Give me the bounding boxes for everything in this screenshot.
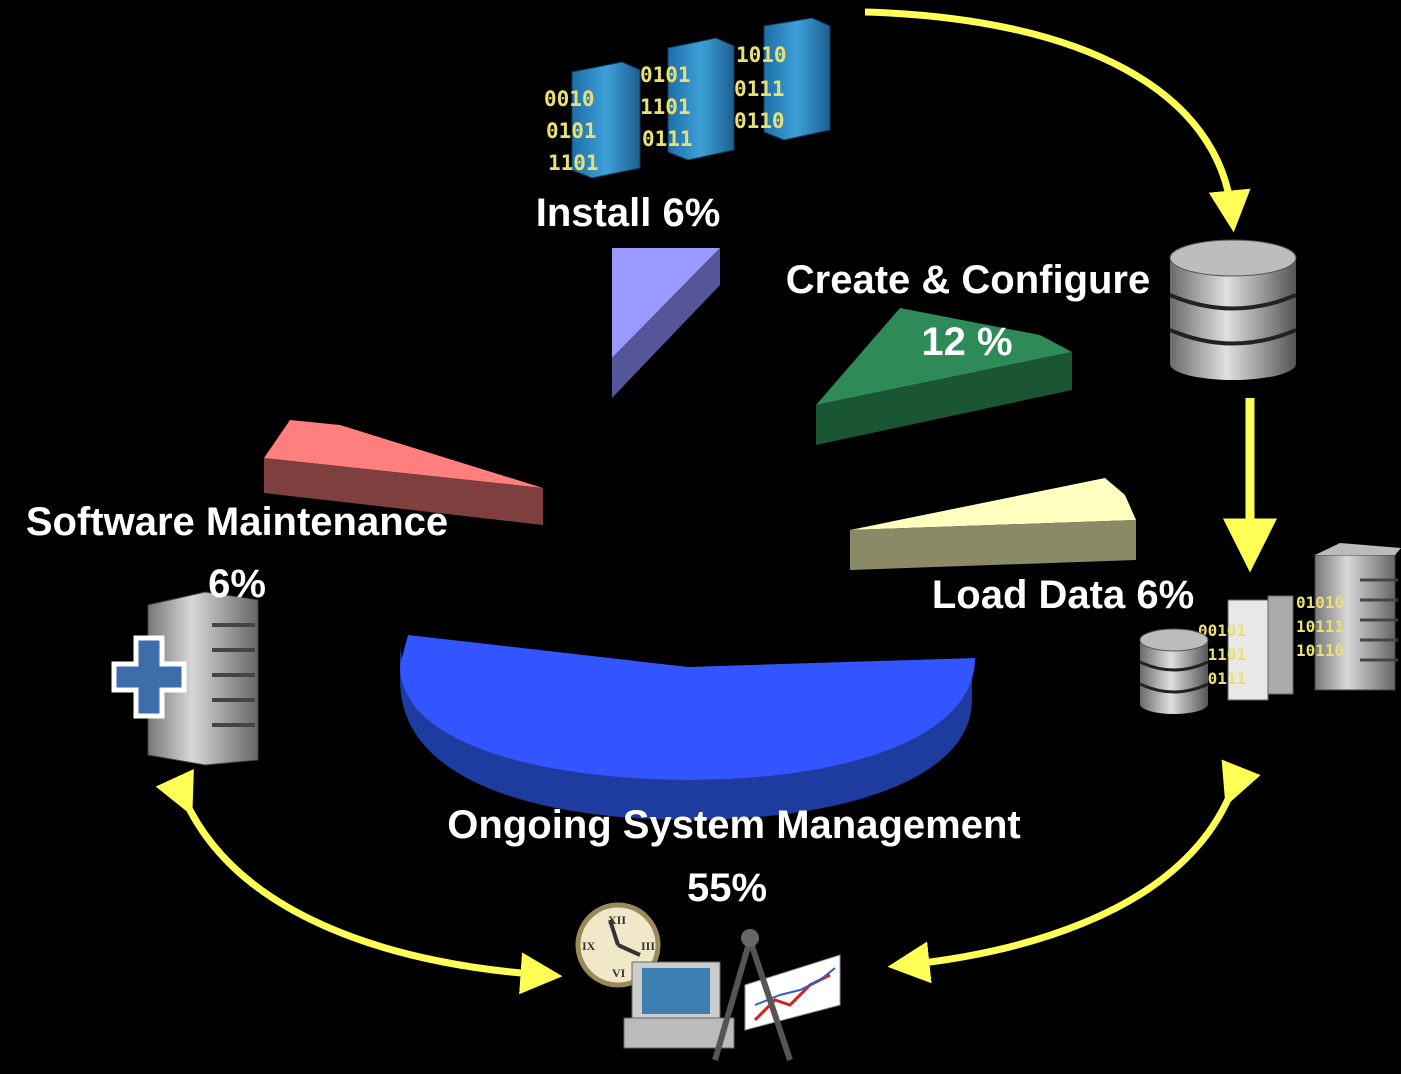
- binary-digits: 01101: [1198, 645, 1246, 664]
- clock-numeral: III: [641, 939, 655, 953]
- slice-ongoing: [400, 635, 975, 820]
- binary-digits: 0101: [640, 63, 691, 87]
- binary-digits: 00101: [1198, 621, 1246, 640]
- label-load-data: Load Data 6%: [931, 573, 1195, 617]
- label-install: Install 6%: [535, 191, 721, 235]
- binary-digits: 10111: [1296, 617, 1344, 636]
- binary-digits: 0111: [734, 77, 785, 101]
- clock-numeral: XII: [608, 913, 626, 927]
- slice-create-configure: [816, 308, 1072, 445]
- arrow-install-to-create: [864, 8, 1251, 233]
- label-ongoing-pct: 55%: [686, 866, 768, 910]
- clock-computer-chart-icon: XII III VI IX: [575, 902, 841, 1061]
- slice-load-data: [850, 478, 1136, 570]
- binary-digits: 01010: [1296, 593, 1344, 612]
- slice-install: [612, 248, 720, 398]
- label-create-configure-pct: 12 %: [921, 320, 1013, 364]
- arrow-ongoing-load: [887, 759, 1261, 984]
- binary-digits: 0010: [544, 87, 595, 111]
- arrow-ongoing-maintenance: [155, 768, 563, 995]
- binary-digits: 10110: [1296, 641, 1344, 660]
- binary-digits: 1101: [640, 95, 691, 119]
- label-create-configure: Create & Configure: [785, 258, 1151, 302]
- clock-numeral: VI: [612, 966, 626, 980]
- binary-digits: 1010: [736, 43, 787, 67]
- label-software-maintenance: Software Maintenance: [25, 500, 449, 544]
- database-icon: [1169, 239, 1297, 380]
- binary-digits: 1101: [548, 151, 599, 175]
- server-plus-icon: [111, 591, 259, 766]
- binary-digits: 0101: [546, 119, 597, 143]
- slice-software-maintenance: [264, 420, 543, 525]
- binary-digits: 0111: [642, 127, 693, 151]
- binary-digits: 10111: [1198, 669, 1246, 688]
- label-ongoing: Ongoing System Management: [447, 803, 1021, 847]
- label-software-maintenance-pct: 6%: [208, 562, 266, 606]
- binary-blocks-icon: 0010 0101 1101 0101 1101 0111 1010 0111 …: [544, 17, 831, 179]
- database-server-icon: 01010 10111 10110 00101 01101 10111: [1139, 543, 1401, 714]
- binary-digits: 0110: [734, 109, 785, 133]
- clock-numeral: IX: [582, 939, 596, 953]
